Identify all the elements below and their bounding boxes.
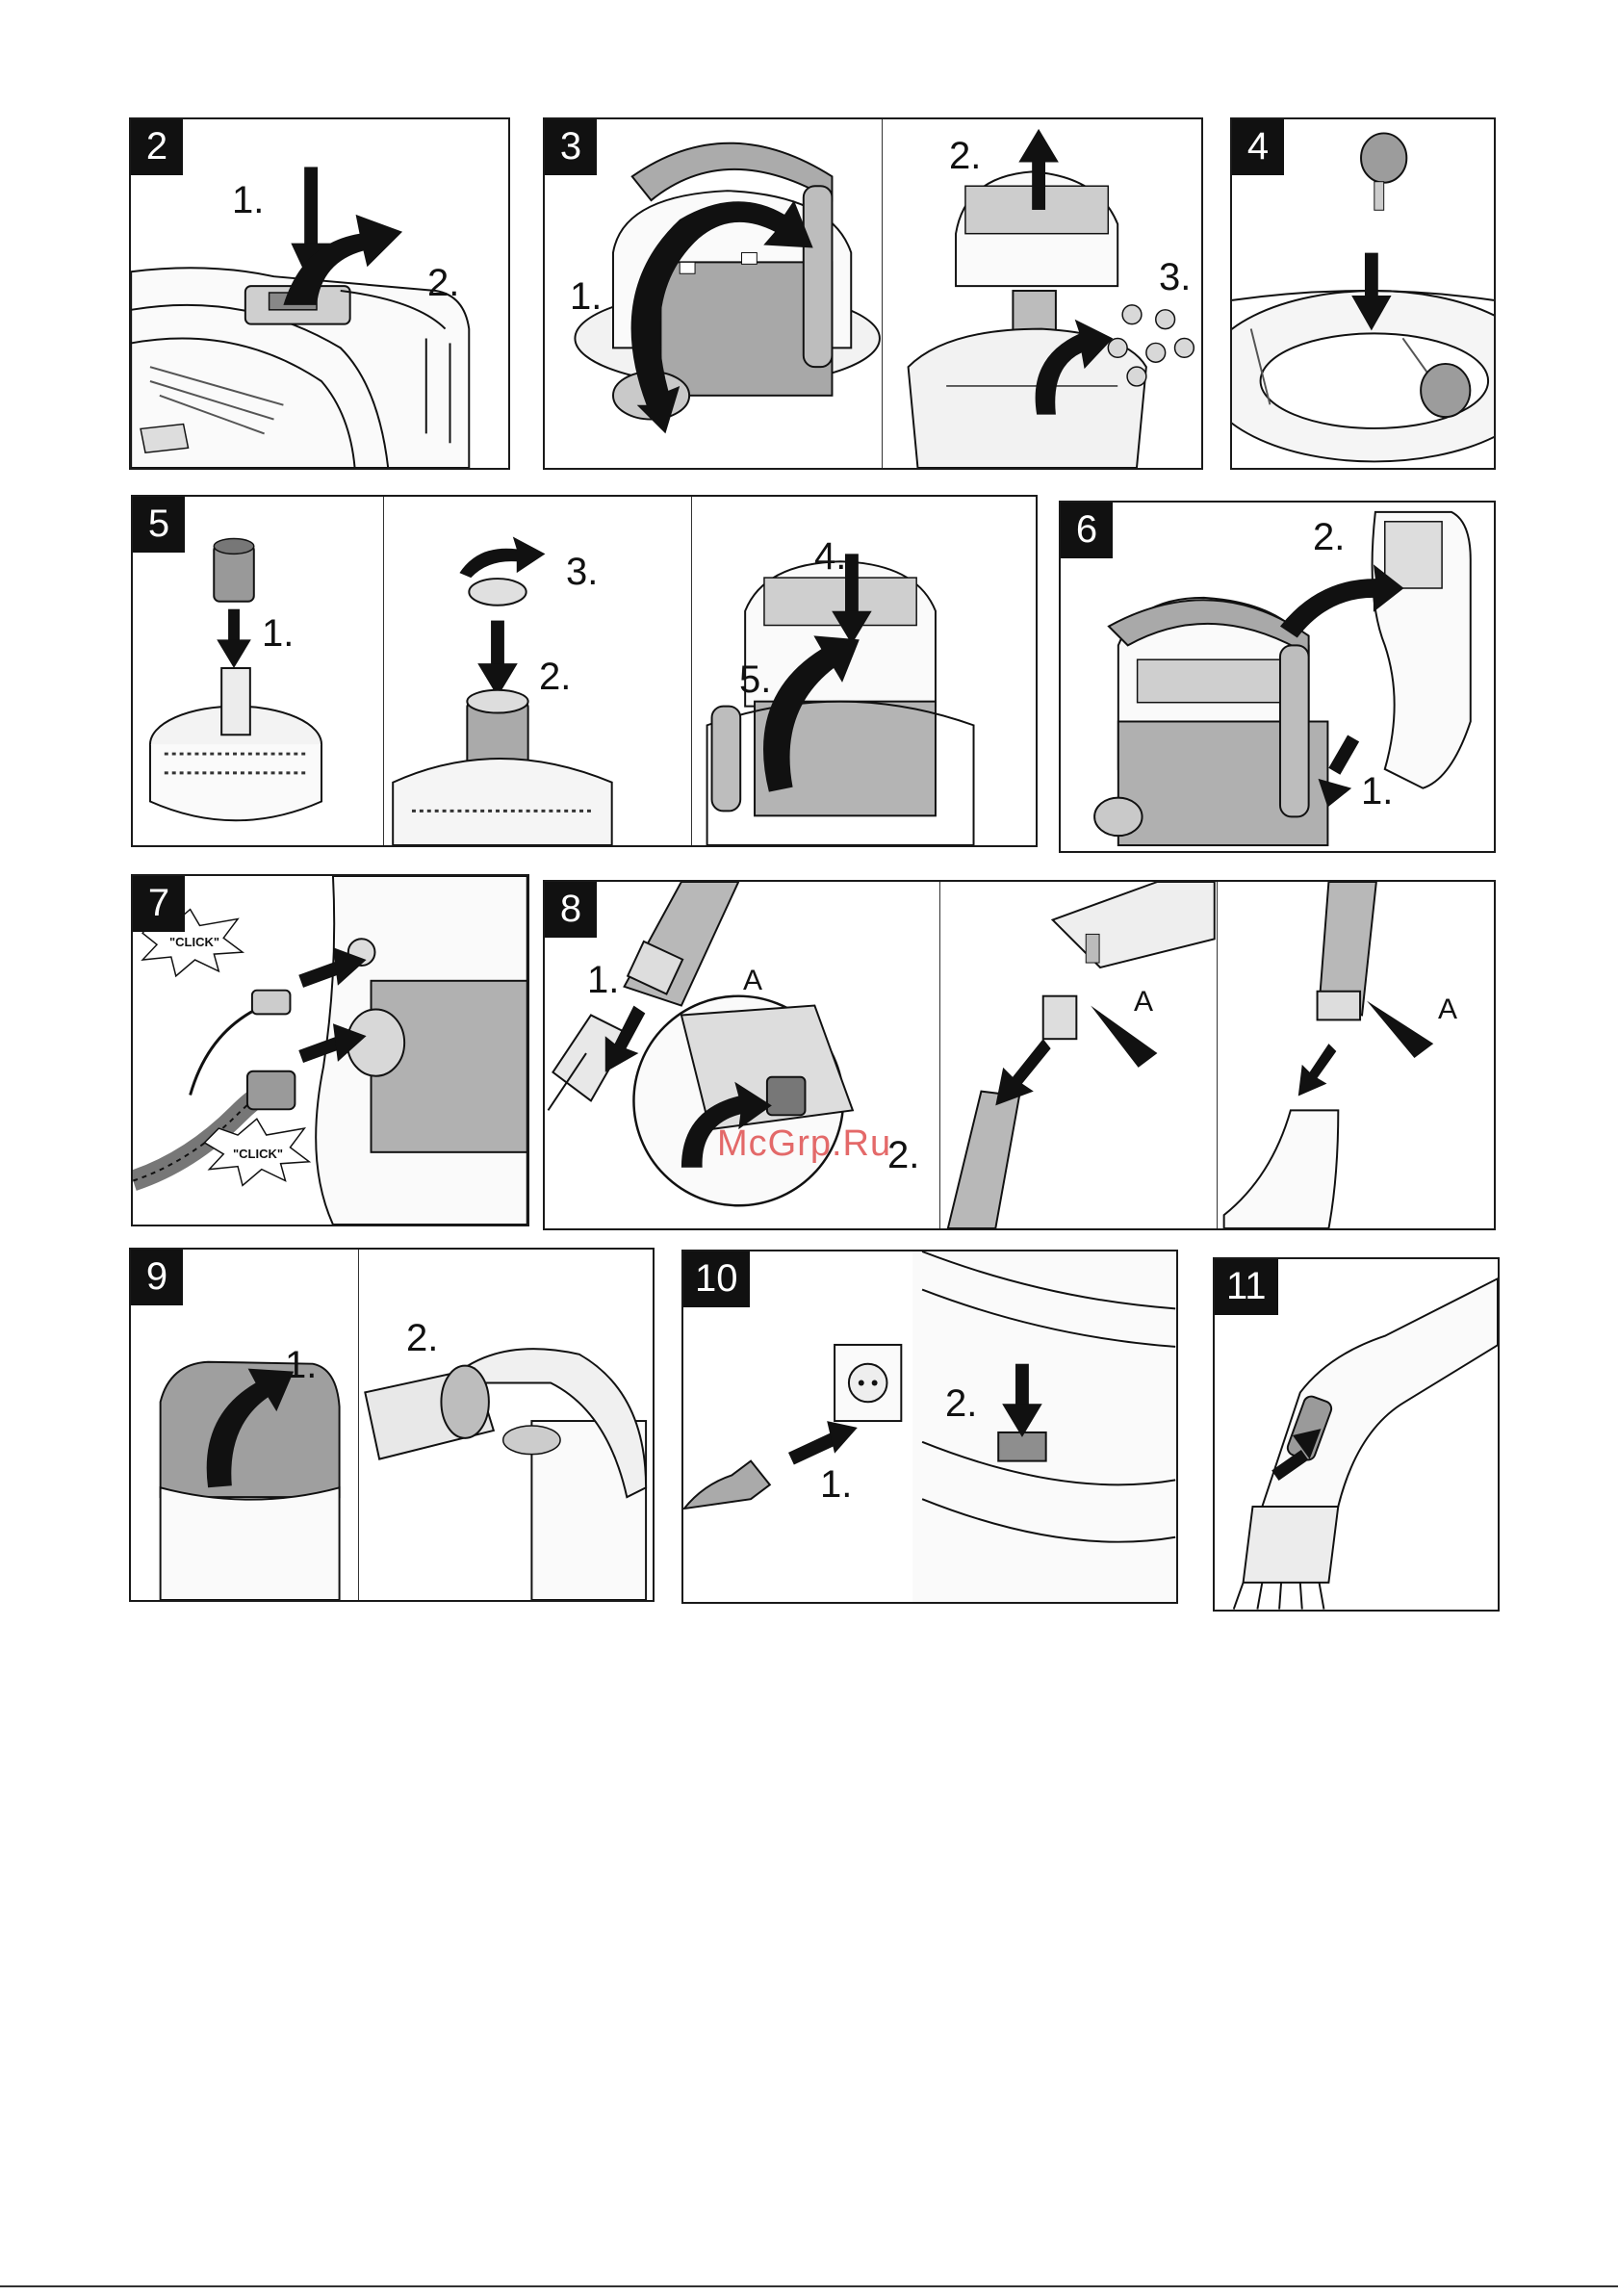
panel-9-step-2: 2. — [406, 1317, 438, 1360]
panel-7-illustration — [133, 876, 527, 1225]
panel-4: 4 — [1230, 117, 1496, 470]
panel-9-step-1: 1. — [285, 1344, 317, 1387]
arrow-icon — [1328, 735, 1359, 775]
panel-8-label-a-1: A — [743, 965, 762, 997]
panel-2-step-1: 1. — [232, 179, 264, 222]
panel-8-step-2: 2. — [887, 1134, 919, 1177]
panel-5-number: 5 — [133, 497, 185, 553]
panel-7-click-label-2: "CLICK" — [233, 1147, 283, 1161]
panel-11-number: 11 — [1215, 1259, 1278, 1315]
panel-6-illustration — [1061, 503, 1494, 851]
panel-3: 3 1. 2. 3. — [543, 117, 1203, 470]
panel-5-step-5: 5. — [739, 658, 771, 702]
panel-2-number: 2 — [131, 119, 183, 175]
panel-7-number: 7 — [133, 876, 185, 932]
panel-2: 2 1. 2. — [129, 117, 510, 470]
panel-3-step-2: 2. — [949, 135, 981, 178]
panel-8-illustration — [545, 882, 1494, 1228]
panel-5-step-4: 4. — [814, 535, 846, 579]
panel-5-step-2: 2. — [539, 656, 571, 699]
panel-8-label-a-3: A — [1438, 993, 1457, 1026]
panel-10: 10 1. 2. — [681, 1250, 1178, 1604]
panel-6-step-1: 1. — [1361, 770, 1393, 813]
panel-5-step-1: 1. — [262, 612, 294, 656]
panel-8: 8 1. 2. A A A — [543, 880, 1496, 1230]
panel-10-step-1: 1. — [820, 1463, 852, 1507]
arrow-icon — [845, 554, 859, 620]
panel-3-number: 3 — [545, 119, 597, 175]
panel-6-step-2: 2. — [1313, 516, 1345, 559]
panel-5-illustration — [133, 497, 1036, 845]
arrow-icon — [827, 1421, 858, 1454]
arrow-icon — [1298, 1044, 1337, 1096]
panel-9-number: 9 — [131, 1250, 183, 1305]
panel-9-illustration — [131, 1250, 653, 1600]
panel-6-number: 6 — [1061, 503, 1113, 558]
panel-5: 5 1. 2. 3. 4. 5. — [131, 495, 1038, 847]
arrow-icon — [1018, 129, 1059, 163]
arrow-icon — [1032, 158, 1045, 210]
panel-8-label-a-2: A — [1134, 986, 1153, 1019]
panel-6: 6 1. 2. — [1059, 501, 1496, 853]
panel-7: 7 "CLICK" "CLICK" — [131, 874, 529, 1226]
panel-10-illustration — [683, 1251, 1176, 1602]
panel-9: 9 1. 2. — [129, 1248, 655, 1602]
panel-8-number: 8 — [545, 882, 597, 938]
panel-11: 11 — [1213, 1257, 1500, 1612]
panel-2-step-2: 2. — [427, 262, 459, 305]
arrow-icon — [788, 1432, 837, 1464]
panel-7-click-label-1: "CLICK" — [169, 935, 219, 949]
panel-8-step-1: 1. — [587, 959, 619, 1002]
panel-10-number: 10 — [683, 1251, 750, 1307]
footer-rule — [0, 2285, 1618, 2287]
arrow-icon — [217, 639, 251, 668]
arrow-icon — [995, 1039, 1050, 1105]
arrow-icon — [459, 537, 545, 579]
panel-10-step-2: 2. — [945, 1382, 977, 1426]
panel-3-illustration — [545, 119, 1201, 468]
panel-3-step-1: 1. — [570, 275, 602, 319]
panel-5-step-3: 3. — [566, 551, 598, 594]
plug-illustration — [684, 1461, 770, 1509]
panel-3-step-3: 3. — [1159, 256, 1191, 299]
arrow-icon — [304, 167, 318, 252]
watermark-text: McGrp.Ru — [717, 1123, 891, 1165]
panel-4-number: 4 — [1232, 119, 1284, 175]
